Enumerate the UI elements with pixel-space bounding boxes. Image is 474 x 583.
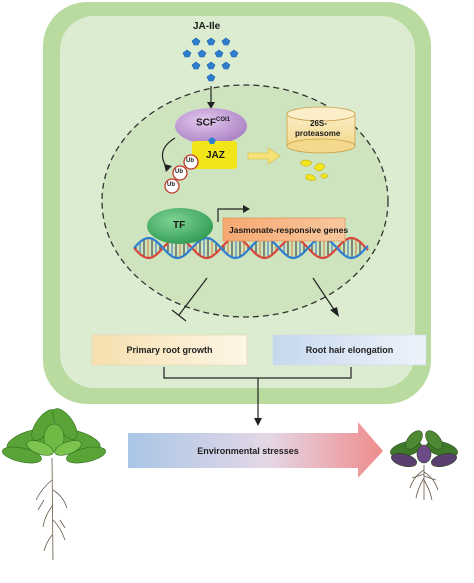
- proteasome: [286, 106, 356, 154]
- transcription-start-arrow: [217, 205, 250, 222]
- stress-arrow: [128, 422, 383, 478]
- ligand-pentagon: [206, 73, 216, 82]
- ja-ile-molecules: [182, 37, 239, 82]
- primary-root-growth-label: Primary root growth: [126, 345, 213, 355]
- bracket-arrowhead: [254, 418, 262, 426]
- ub-circle: [164, 178, 180, 194]
- scf-coi1-complex: [175, 108, 247, 144]
- ja-ile-label: JA-Ile: [193, 21, 221, 32]
- stressed-plant: [390, 430, 458, 501]
- ligand-pentagon: [229, 49, 239, 58]
- ub-label-2: Ub: [175, 169, 183, 175]
- ub-label-3: Ub: [167, 182, 175, 188]
- primary-root: [35, 457, 68, 561]
- ligand-pentagon: [182, 49, 192, 58]
- ligand-pentagon: [191, 61, 201, 70]
- ligand-pentagon: [206, 37, 216, 46]
- genes-label: Jasmonate-responsive genes: [229, 225, 349, 235]
- healthy-plant: [2, 408, 106, 561]
- primary-root-box: [91, 334, 248, 366]
- jaz-label: JAZ: [206, 150, 225, 161]
- ub-circle: [172, 165, 188, 181]
- stressed-leaves: [390, 430, 458, 468]
- ligand-pentagon: [221, 37, 231, 46]
- ligand-pentagon: [214, 49, 224, 58]
- bound-ligand: [208, 137, 216, 144]
- ubiquitin-chain: [164, 154, 199, 194]
- arrow-ligand-to-scf: [207, 86, 215, 109]
- scf-coi1-label: SCFCOI1: [196, 117, 230, 128]
- stressed-roots: [409, 465, 439, 501]
- coi1-superscript: COI1: [216, 117, 231, 123]
- environmental-stresses-label: Environmental stresses: [197, 445, 299, 456]
- ub-circle: [183, 154, 199, 170]
- ligand-pentagon: [191, 37, 201, 46]
- ligand-pentagon: [221, 61, 231, 70]
- genes-box: [222, 217, 346, 242]
- proteasome-label-line1: 26S-: [310, 119, 327, 128]
- jaz-protein: [192, 141, 237, 169]
- scf-label: SCF: [196, 117, 216, 129]
- root-hair-elongation-label: Root hair elongation: [305, 345, 394, 355]
- root-hair-box: [272, 334, 427, 366]
- transcription-factor: [147, 208, 213, 244]
- ub-label-1: Ub: [186, 158, 194, 164]
- activation-arrow: [312, 277, 339, 317]
- ligand-pentagon: [206, 61, 216, 70]
- rosette-leaves: [2, 408, 106, 464]
- inhibition-line: [171, 277, 208, 322]
- proteasome-label-line2: proteasome: [295, 129, 341, 138]
- tf-label: TF: [173, 220, 186, 231]
- degraded-jaz-fragments: [299, 159, 329, 181]
- outcome-bracket: [163, 367, 352, 420]
- ligand-pentagon: [197, 49, 207, 58]
- degradation-arrow: [247, 147, 281, 165]
